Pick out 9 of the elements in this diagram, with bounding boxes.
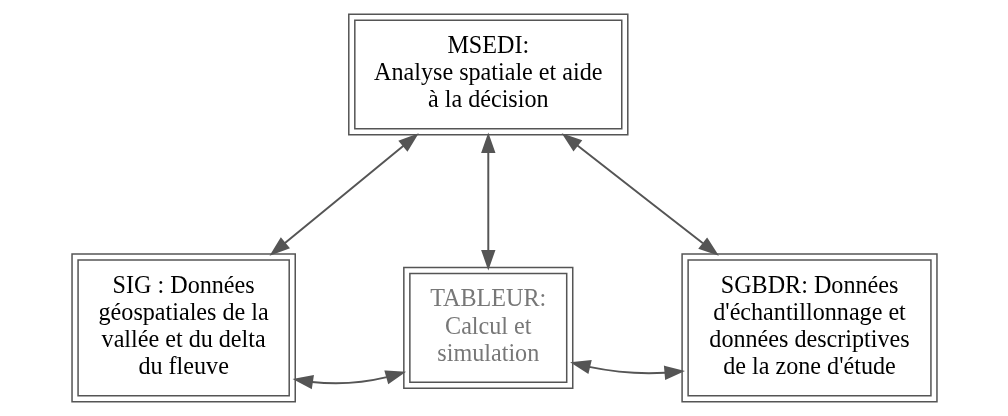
arrow <box>292 370 406 390</box>
node-box: SIG : Données géospatiales de la vallée et du delta du fleuve <box>70 253 296 403</box>
arrow <box>561 133 719 256</box>
arrow <box>569 360 685 380</box>
arrow <box>480 132 495 271</box>
node-box: SGBDR: Données d'échantillonnage et données descriptives de la zone d'étude <box>680 253 938 403</box>
arrow <box>269 133 419 256</box>
node-box: TABLEUR: Calcul et simulation <box>402 266 573 389</box>
node-box: MSEDI: Analyse spatiale et aide à la décision <box>347 13 629 136</box>
